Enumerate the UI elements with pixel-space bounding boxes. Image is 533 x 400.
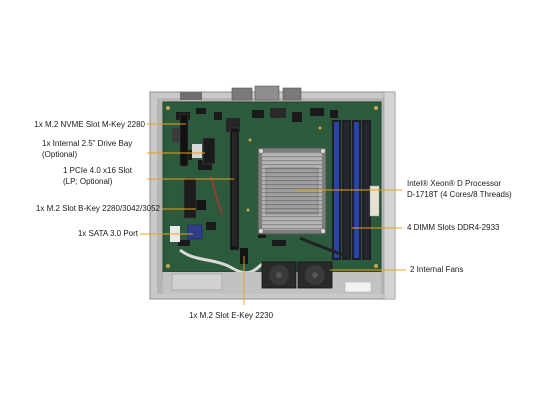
io-connector-2 [254, 85, 280, 101]
callout-pcie: 1 PCIe 4.0 x16 Slot (LP; Optional) [63, 166, 132, 186]
internal-fans [261, 261, 333, 289]
callout-drive-bay: 1x Internal 2.5” Drive Bay (Optional) [42, 139, 133, 159]
callout-m2-nvme: 1x M.2 NVME Slot M-Key 2280 [34, 120, 145, 129]
io-connector-3 [282, 87, 302, 101]
callout-dimm: 4 DIMM Slots DDR4-2933 [407, 223, 500, 232]
label-sticker [344, 281, 372, 293]
callout-fans: 2 Internal Fans [410, 265, 464, 274]
cable-2 [299, 236, 351, 260]
cable-1 [179, 248, 263, 275]
m2-bkey-slot [190, 200, 206, 210]
callout-cpu: Intel® Xeon® D Processor D-1718T (4 Core… [407, 179, 512, 199]
drive-bracket [171, 273, 223, 291]
callout-sata: 1x SATA 3.0 Port [77, 229, 138, 238]
io-connector-4 [180, 92, 202, 100]
pcb-dots [166, 106, 378, 268]
callout-m2-bkey: 1x M.2 Slot B-Key 2280/3042/3052 [35, 204, 160, 213]
chassis-edge-right [383, 91, 396, 300]
callout-m2-ekey: 1x M.2 Slot E-Key 2230 [189, 311, 274, 320]
leader-lines [140, 123, 406, 305]
cpu-heatsink [257, 147, 327, 235]
drive-bay-connector [202, 137, 216, 165]
m2-nvme-slot [179, 113, 189, 167]
sata-port [187, 224, 203, 240]
power-connector [369, 185, 380, 217]
io-connector-1 [231, 87, 253, 101]
